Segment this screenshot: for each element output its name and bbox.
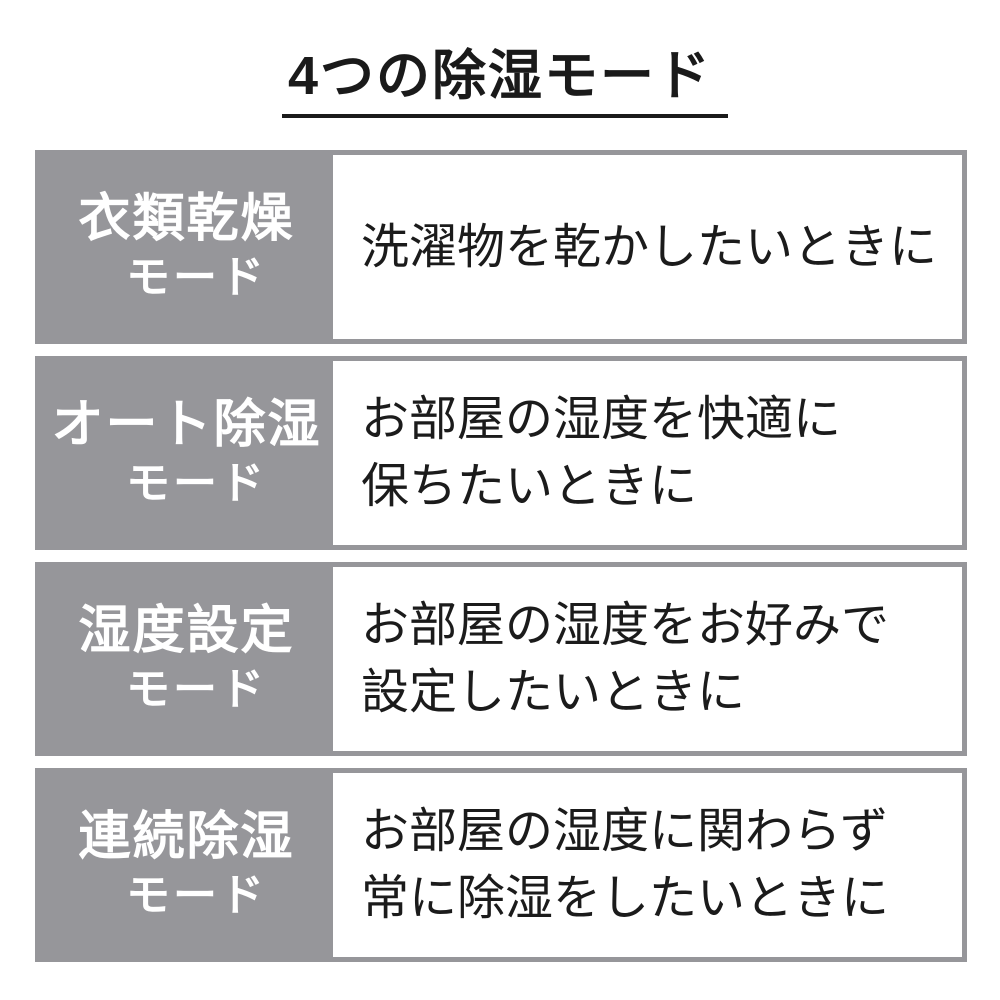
mode-name: 湿度設定: [78, 602, 295, 660]
mode-suffix: モード: [126, 253, 267, 302]
mode-row-humidity-setting: 湿度設定 モード お部屋の湿度をお好みで 設定したいときに: [35, 562, 967, 756]
mode-row-clothes-drying: 衣類乾燥 モード 洗濯物を乾かしたいときに: [35, 150, 967, 344]
title-underline: [282, 114, 728, 118]
description-line: 設定したいときに: [361, 666, 746, 719]
mode-description-continuous-dehumidify: お部屋の湿度に関わらず 常に除湿をしたいときに: [333, 773, 962, 957]
description-line: 洗濯物を乾かしたいときに: [361, 220, 938, 274]
mode-suffix: モード: [126, 871, 267, 920]
mode-label-humidity-setting: 湿度設定 モード: [40, 567, 333, 751]
description-line: お部屋の湿度を快適に: [361, 393, 842, 446]
page-title: 4つの除湿モード: [287, 46, 713, 106]
description-line: 保ちたいときに: [361, 460, 698, 513]
mode-row-continuous-dehumidify: 連続除湿 モード お部屋の湿度に関わらず 常に除湿をしたいときに: [35, 768, 967, 962]
description-line: お部屋の湿度をお好みで: [361, 599, 890, 652]
mode-description-auto-dehumidify: お部屋の湿度を快適に 保ちたいときに: [333, 361, 962, 545]
mode-name: オート除湿: [51, 396, 322, 454]
mode-label-clothes-drying: 衣類乾燥 モード: [40, 155, 333, 339]
mode-name: 連続除湿: [78, 808, 295, 866]
mode-row-auto-dehumidify: オート除湿 モード お部屋の湿度を快適に 保ちたいときに: [35, 356, 967, 550]
mode-description-clothes-drying: 洗濯物を乾かしたいときに: [333, 155, 962, 339]
mode-name: 衣類乾燥: [78, 190, 295, 248]
mode-label-auto-dehumidify: オート除湿 モード: [40, 361, 333, 545]
mode-suffix: モード: [126, 665, 267, 714]
description-line: お部屋の湿度に関わらず: [361, 805, 889, 858]
mode-suffix: モード: [126, 459, 267, 508]
mode-label-continuous-dehumidify: 連続除湿 モード: [40, 773, 333, 957]
mode-description-humidity-setting: お部屋の湿度をお好みで 設定したいときに: [333, 567, 962, 751]
description-line: 常に除湿をしたいときに: [361, 872, 890, 925]
